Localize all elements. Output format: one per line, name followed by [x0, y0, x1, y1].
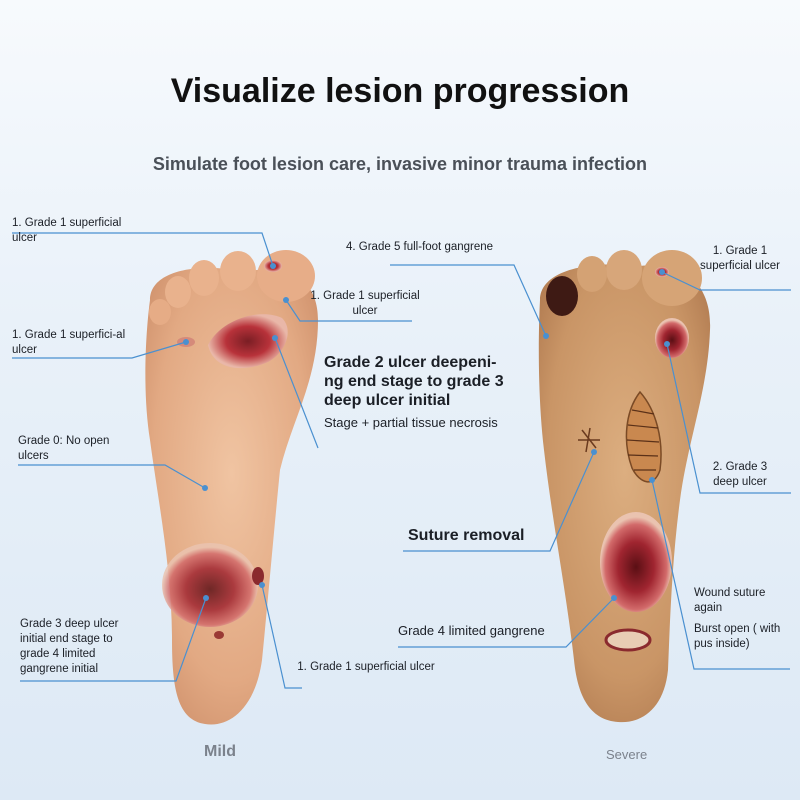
caption-severe: Severe — [606, 747, 648, 762]
right-suture-stitches — [626, 409, 660, 471]
label-left-toe-ulcer-right: 1. Grade 1 superficial ulcer — [310, 290, 420, 317]
label-left-grade2-sub: Stage + partial tissue necrosis — [324, 415, 498, 430]
leader-left-heel1 — [261, 584, 302, 689]
left-heel-spot — [214, 631, 224, 639]
left-toe-5 — [149, 299, 171, 325]
label-right-wound-suture: Wound suture again — [694, 587, 766, 614]
leader-right-suture — [403, 451, 595, 552]
right-toe-big — [642, 250, 702, 306]
right-foot-sole — [538, 264, 711, 723]
label-left-grade0: Grade 0: No open ulcers — [18, 435, 110, 462]
right-toe-gangrene — [546, 276, 578, 316]
caption-mild: Mild — [204, 743, 236, 760]
leader-right-gangrene — [390, 264, 547, 337]
leader-left-toe — [12, 232, 274, 267]
label-left-heel-grade3: Grade 3 deep ulcer initial end stage to … — [20, 618, 119, 675]
leader-left-heel3 — [20, 597, 207, 682]
right-toe-3 — [577, 256, 607, 292]
right-heel-burst — [604, 628, 652, 652]
label-right-limited-gangrene: Grade 4 limited gangrene — [398, 623, 545, 638]
right-toe-2 — [606, 250, 642, 290]
label-right-toe-ulcer: 1. Grade 1 superficial ulcer — [700, 245, 780, 272]
label-left-toe-ulcer: 1. Grade 1 superficial ulcer — [12, 217, 122, 244]
label-right-grade3: 2. Grade 3 deep ulcer — [712, 461, 768, 488]
left-heel-small-lesion — [252, 567, 264, 585]
label-left-grade2: Grade 2 ulcer deepeni-ng end stage to gr… — [324, 354, 504, 409]
page-title: Visualize lesion progression — [170, 72, 630, 110]
leader-lines — [12, 232, 791, 689]
leader-right-limited — [398, 597, 615, 648]
leader-left-grade2 — [274, 337, 319, 449]
leader-left-grade0 — [18, 464, 206, 489]
label-left-ball-ulcer: 1. Grade 1 superfici-al ulcer — [12, 329, 126, 356]
label-left-heel-grade1: 1. Grade 1 superficial ulcer — [297, 661, 435, 673]
leader-right-toe — [661, 271, 791, 291]
right-removed-suture — [578, 427, 600, 453]
right-gangrene-wound — [600, 512, 672, 612]
label-right-suture-removal: Suture removal — [408, 527, 525, 544]
left-toe-3 — [189, 260, 219, 296]
right-suture-wound — [625, 390, 662, 483]
leader-left-ball — [12, 341, 187, 359]
label-right-gangrene: 4. Grade 5 full-foot gangrene — [346, 241, 494, 253]
left-toe-4 — [165, 276, 191, 308]
left-toe-2 — [220, 251, 256, 291]
leader-left-toe-right — [285, 299, 412, 322]
leader-right-grade3 — [666, 343, 791, 494]
leader-dots — [183, 263, 670, 601]
page-subtitle: Simulate foot lesion care, invasive mino… — [152, 154, 648, 174]
left-foot — [145, 250, 318, 725]
left-ball-wound — [208, 314, 288, 369]
right-foot — [538, 250, 711, 723]
right-deep-ulcer — [655, 318, 689, 358]
label-right-burst-open: Burst open ( with pus inside) — [694, 623, 781, 650]
left-heel-wound — [162, 543, 258, 627]
leader-right-burst — [651, 479, 790, 670]
